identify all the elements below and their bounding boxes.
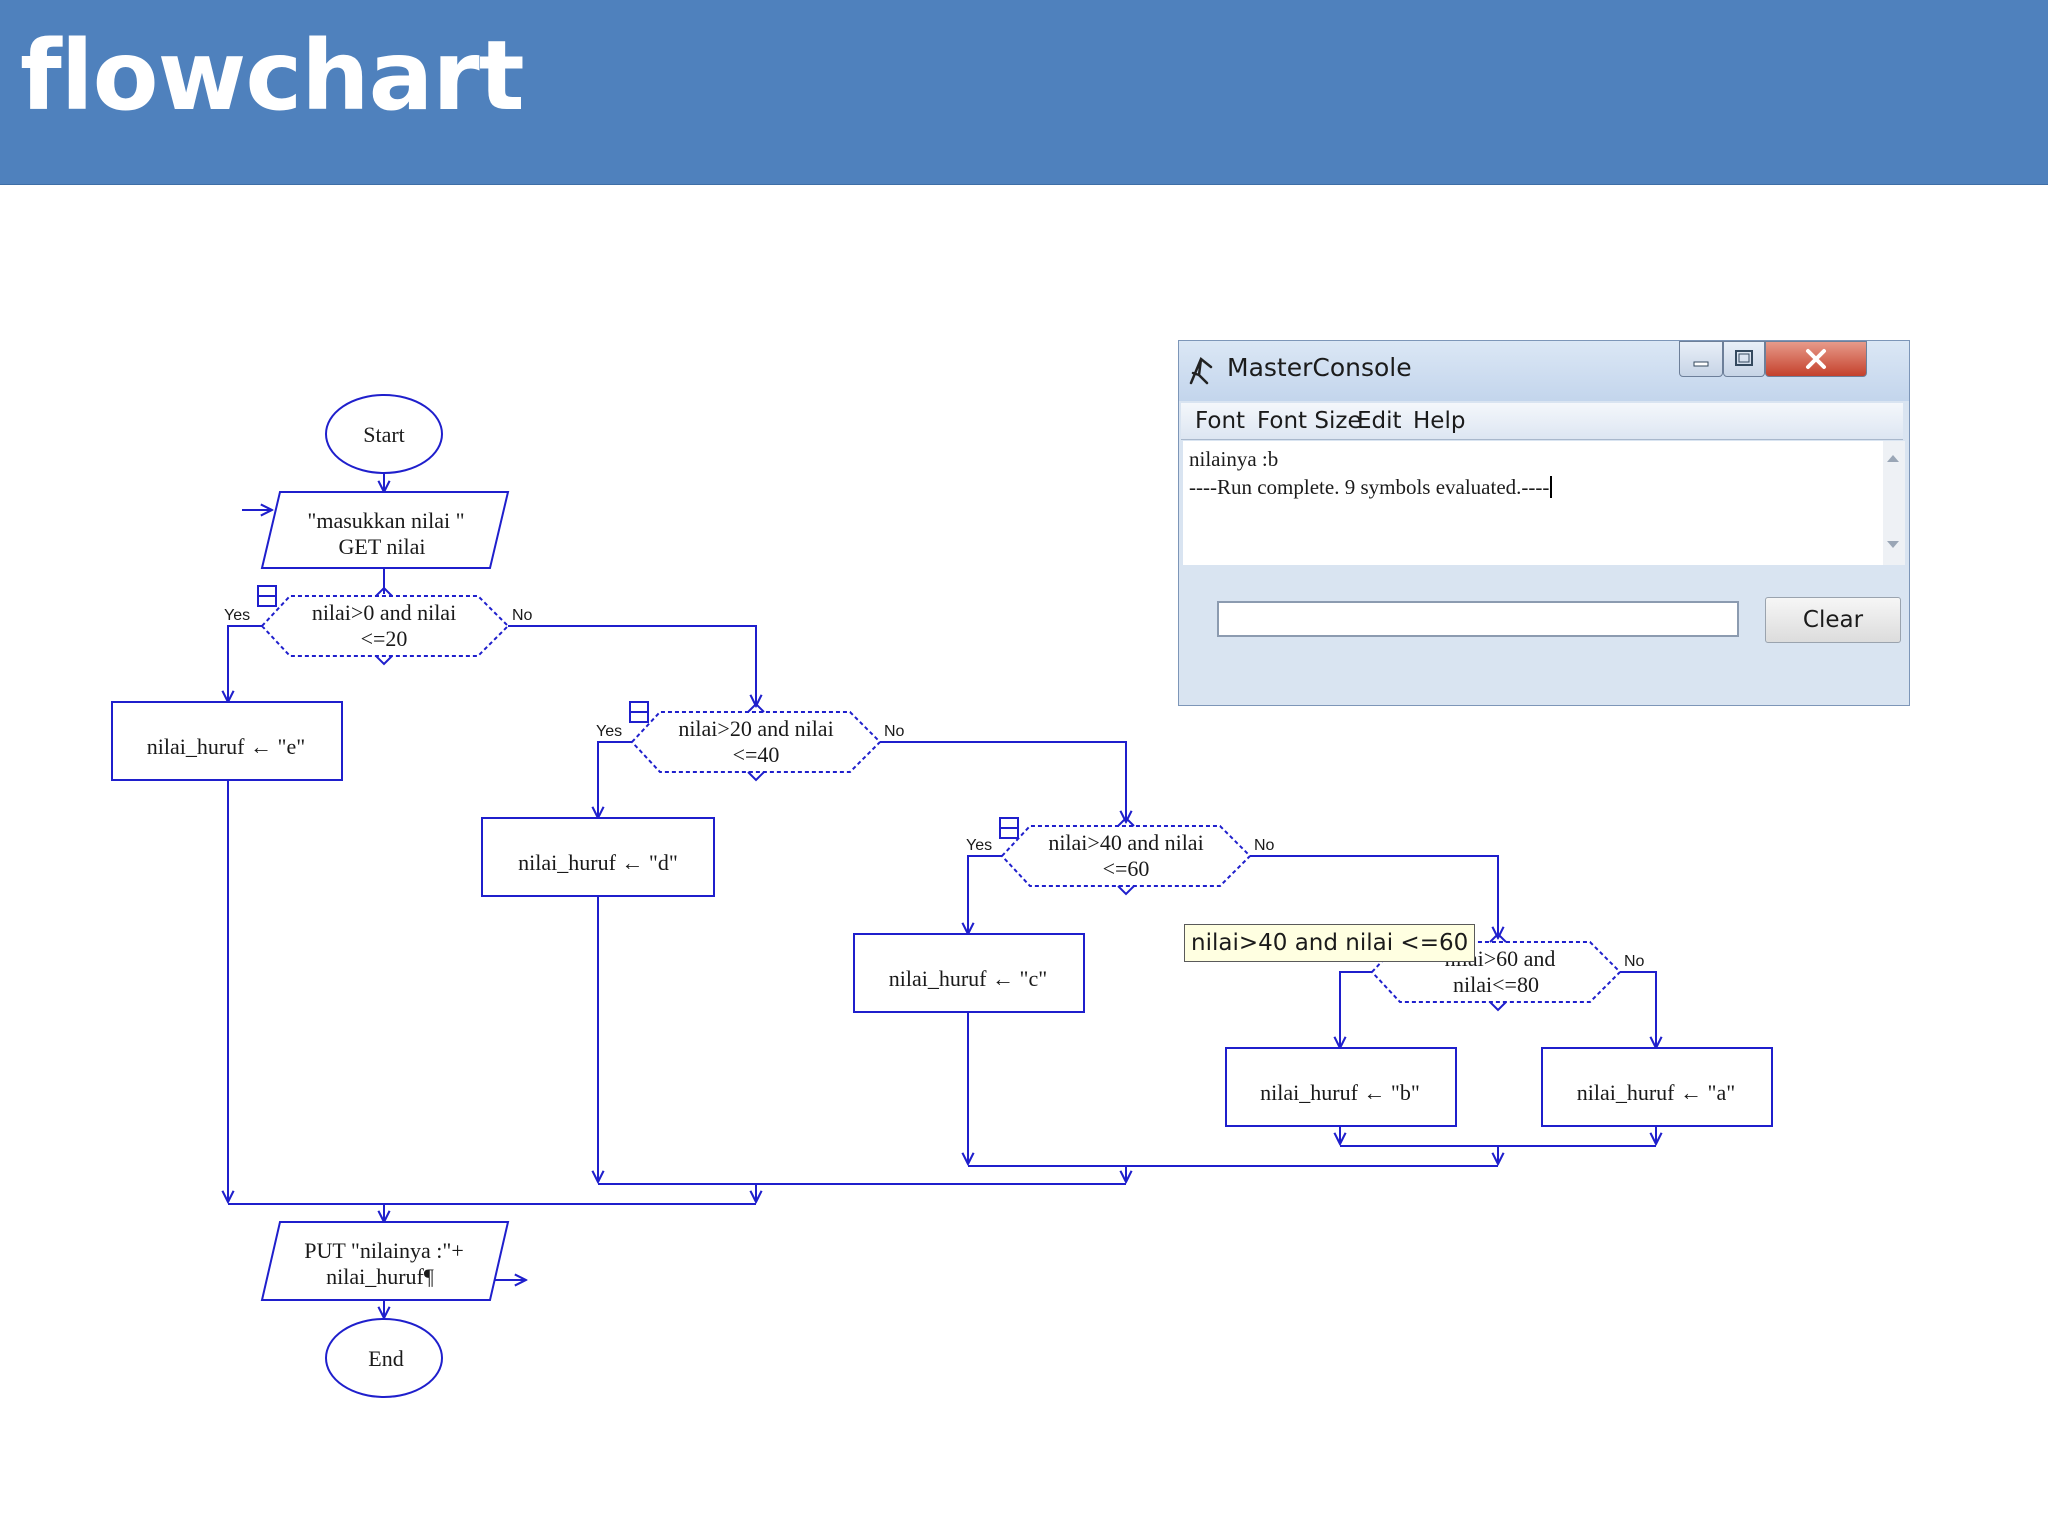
input-label-1: "masukkan nilai ": [307, 508, 464, 533]
text-caret: [1550, 476, 1553, 498]
d4-no-label: No: [1624, 953, 1645, 970]
menu-edit[interactable]: Edit: [1357, 408, 1402, 434]
output-label-2: nilai_huruf¶: [326, 1264, 434, 1289]
d1-bottom-notch: [375, 655, 393, 666]
menu-help[interactable]: Help: [1413, 408, 1466, 434]
assign-d-label: nilai_huruf ← "d": [518, 850, 678, 875]
d1-yes-label: Yes: [224, 607, 250, 624]
d2-yes-label: Yes: [596, 723, 622, 740]
connector-d3-no: [1250, 855, 1498, 938]
header-banner: flowchart: [0, 0, 2048, 185]
close-icon: [1806, 349, 1826, 369]
connector-d2-yes: [598, 741, 632, 818]
input-parallelogram[interactable]: [260, 491, 510, 569]
scroll-down-icon[interactable]: [1887, 541, 1899, 548]
d2-label-1: nilai>20 and nilai: [678, 716, 833, 741]
masterconsole-window[interactable]: MasterConsole Font Font Size Edit Help n…: [1178, 340, 1910, 706]
maximize-icon: [1735, 350, 1753, 366]
d3-no-label: No: [1254, 837, 1275, 854]
output-scrollbar[interactable]: [1883, 441, 1905, 565]
console-output[interactable]: nilainya :b ----Run complete. 9 symbols …: [1183, 441, 1883, 565]
decision-3[interactable]: [1000, 825, 1252, 887]
maximize-button[interactable]: [1723, 341, 1765, 377]
menu-font-size[interactable]: Font Size: [1257, 408, 1362, 434]
d4-bottom-notch: [1489, 1001, 1507, 1012]
connector-d3-yes: [968, 855, 1002, 934]
assign-b-box[interactable]: [1225, 1047, 1457, 1127]
d3-yes-label: Yes: [966, 837, 992, 854]
app-icon: [1189, 356, 1213, 385]
connector-d1-yes: [228, 625, 262, 702]
collapse-icon[interactable]: [257, 585, 277, 607]
connector-d1-no: [508, 625, 756, 706]
assign-e-box[interactable]: [111, 701, 343, 781]
assign-d-box[interactable]: [481, 817, 715, 897]
clear-button[interactable]: Clear: [1765, 597, 1901, 643]
collapse-icon[interactable]: [629, 701, 649, 723]
connector-d4-yes: [1340, 971, 1372, 1048]
close-button[interactable]: [1765, 341, 1867, 377]
console-input[interactable]: [1217, 601, 1739, 637]
start-label: Start: [363, 422, 405, 447]
d3-label-1: nilai>40 and nilai: [1048, 830, 1203, 855]
minimize-button[interactable]: [1679, 341, 1723, 377]
scroll-up-icon[interactable]: [1887, 455, 1899, 462]
d4-label-2: nilai<=80: [1453, 972, 1539, 997]
d4-top-notch: [1489, 932, 1507, 943]
assign-c-box[interactable]: [853, 933, 1085, 1013]
decision-tooltip: nilai>40 and nilai <=60: [1184, 924, 1476, 962]
output-label-1: PUT "nilainya :"+: [304, 1238, 464, 1263]
page-title: flowchart: [20, 20, 525, 132]
connector-d4-no: [1620, 971, 1656, 1048]
output-line-1: nilainya :b: [1189, 447, 1279, 471]
output-parallelogram[interactable]: [260, 1221, 510, 1301]
collapse-icon[interactable]: [999, 817, 1019, 839]
d2-no-label: No: [884, 723, 905, 740]
d3-bottom-notch: [1117, 885, 1135, 896]
d1-label-2: <=20: [361, 626, 408, 651]
d1-top-notch: [375, 586, 393, 597]
output-line-2-text: ----Run complete. 9 symbols evaluated.--…: [1189, 475, 1550, 499]
input-label-2: GET nilai: [339, 534, 426, 559]
minimize-icon: [1693, 361, 1709, 367]
assign-a-label: nilai_huruf ← "a": [1577, 1080, 1735, 1105]
d2-label-2: <=40: [733, 742, 780, 767]
assign-b-label: nilai_huruf ← "b": [1260, 1080, 1420, 1105]
connector-d2-no: [880, 741, 1126, 822]
start-terminal[interactable]: [325, 394, 443, 474]
console-menubar: Font Font Size Edit Help: [1181, 403, 1903, 440]
output-line-2: ----Run complete. 9 symbols evaluated.--…: [1189, 475, 1553, 500]
menu-font[interactable]: Font: [1195, 408, 1246, 434]
end-terminal[interactable]: [325, 1318, 443, 1398]
assign-e-label: nilai_huruf ← "e": [147, 734, 305, 759]
console-titlebar[interactable]: MasterConsole: [1179, 341, 1909, 401]
d3-label-2: <=60: [1103, 856, 1150, 881]
assign-c-label: nilai_huruf ← "c": [889, 966, 1047, 991]
console-title: MasterConsole: [1227, 353, 1412, 382]
decision-2[interactable]: [630, 711, 882, 773]
d2-top-notch: [747, 702, 765, 713]
d1-no-label: No: [512, 607, 533, 624]
d3-top-notch: [1117, 816, 1135, 827]
decision-1[interactable]: [260, 595, 510, 657]
end-label: End: [368, 1346, 403, 1371]
d2-bottom-notch: [747, 771, 765, 782]
d1-label-1: nilai>0 and nilai: [312, 600, 456, 625]
assign-a-box[interactable]: [1541, 1047, 1773, 1127]
